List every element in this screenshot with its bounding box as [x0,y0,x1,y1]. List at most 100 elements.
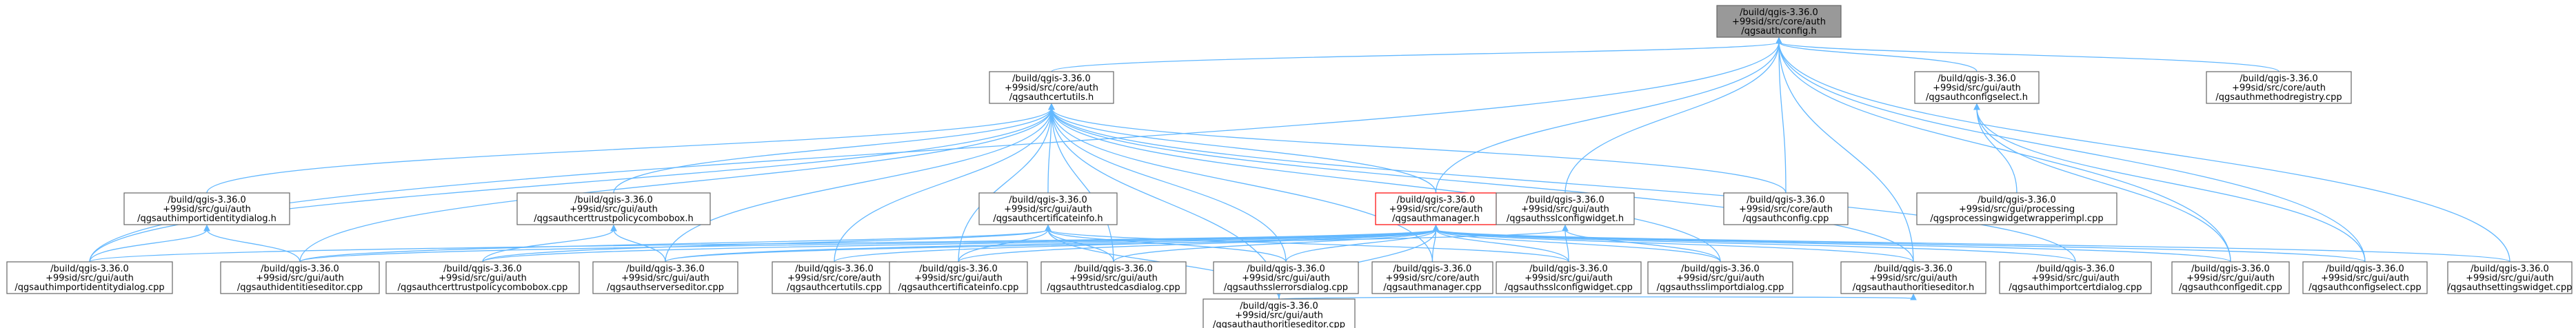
dependency-edge [1435,229,2510,263]
edge-layer [89,37,2510,300]
graph-node-certtrustpolicycombobox-h[interactable]: /build/qgis-3.36.0+99sid/src/gui/auth/qg… [516,192,711,225]
graph-node-importidentitydialog-cpp[interactable]: /build/qgis-3.36.0+99sid/src/gui/auth/qg… [6,261,173,294]
graph-node-methodregistry-cpp[interactable]: /build/qgis-3.36.0+99sid/src/core/auth/q… [2206,71,2352,104]
edge-arrowhead [1910,293,1917,300]
node-label-line: /qgsauthcerttrustpolicycombobox.h [534,214,693,224]
graph-node-root[interactable]: /build/qgis-3.36.0+99sid/src/core/auth/q… [1716,5,1842,38]
node-label-line: /qgsauthcertificateinfo.h [993,214,1103,224]
dependency-edge [665,229,1437,263]
node-box [1496,192,1635,225]
dependency-edge [1976,107,2366,263]
graph-node-trustedcasdialog-cpp[interactable]: /build/qgis-3.36.0+99sid/src/gui/auth/qg… [1040,261,1187,294]
node-box [978,192,1118,225]
node-label-line: /build/qgis-3.36.0 [168,195,246,205]
node-box [6,261,173,294]
node-label-line: /qgsauthconfigselect.h [1926,92,2028,103]
graph-node-sslerrorsdialog-cpp[interactable]: /build/qgis-3.36.0+99sid/src/gui/auth/qg… [1213,261,1359,294]
graph-node-certutils-h[interactable]: /build/qgis-3.36.0+99sid/src/core/auth/q… [989,71,1114,104]
dependency-edge [89,41,1780,263]
graph-node-authoritieseditor-h[interactable]: /build/qgis-3.36.0+99sid/src/gui/auth/qg… [1840,261,1986,294]
graph-node-settingswidget-cpp[interactable]: /build/qgis-3.36.0+99sid/src/gui/auth/qg… [2447,261,2573,294]
node-label-line: +99sid/src/gui/auth [1004,205,1092,215]
graph-node-certtrustpolicycombobox-cpp[interactable]: /build/qgis-3.36.0+99sid/src/gui/auth/qg… [385,261,580,294]
graph-node-certutils-cpp[interactable]: /build/qgis-3.36.0+99sid/src/core/auth/q… [772,261,897,294]
node-label-line: /qgsauthtrustedcasdialog.cpp [1047,283,1180,293]
dependency-edge [1564,229,1569,263]
node-label-line: /build/qgis-3.36.0 [1009,195,1087,205]
node-label-line: /build/qgis-3.36.0 [1747,195,1825,205]
node-label-line: /build/qgis-3.36.0 [574,195,653,205]
dependency-edge [834,107,1052,263]
dependency-edge [1564,229,1721,263]
dependency-edge [1778,41,1914,263]
node-label-line: /qgsauthauthoritieseditor.h [1853,283,1975,293]
dependency-edge [1051,107,1287,263]
dependency-edge [1435,229,1914,263]
dependency-edge [1435,229,2076,263]
dependency-edge [1435,41,1780,194]
dependency-edge [613,229,666,263]
node-label-line: /qgsauthimportcertdialog.cpp [2009,283,2142,293]
graph-node-certificateinfo-cpp[interactable]: /build/qgis-3.36.0+99sid/src/gui/auth/qg… [889,261,1028,294]
graph-node-configselect-cpp[interactable]: /build/qgis-3.36.0+99sid/src/gui/auth/qg… [2302,261,2428,294]
graph-node-configedit-cpp[interactable]: /build/qgis-3.36.0+99sid/src/gui/auth/qg… [2171,261,2290,294]
node-label-line: /build/qgis-3.36.0 [1526,195,1604,205]
node-label-line: /qgsauthserverseditor.cpp [607,283,724,293]
node-label-line: /qgsprocessingwidgetwrapperimpl.cpp [1930,214,2103,224]
graph-node-configselect-h[interactable]: /build/qgis-3.36.0+99sid/src/gui/auth/qg… [1914,71,2040,104]
node-label-line: +99sid/src/gui/auth [2466,274,2554,284]
graph-node-authmanager-h[interactable]: /build/qgis-3.36.0+99sid/src/core/auth/q… [1375,192,1497,225]
node-label-line: /qgsauthcertutils.h [1009,92,1094,103]
dependency-edge [299,229,1437,263]
graph-node-importcertdialog-cpp[interactable]: /build/qgis-3.36.0+99sid/src/gui/auth/qg… [1999,261,2152,294]
node-label-line: /build/qgis-3.36.0 [1012,74,1091,84]
node-box [1647,261,1793,294]
node-label-line: +99sid/src/core/auth [2232,83,2326,94]
graph-node-identitieseditor-cpp[interactable]: /build/qgis-3.36.0+99sid/src/gui/auth/qg… [220,261,380,294]
dependency-edge [1564,41,1780,194]
node-label-line: /build/qgis-3.36.0 [1247,264,1325,274]
graph-node-certificateinfo-h[interactable]: /build/qgis-3.36.0+99sid/src/gui/auth/qg… [978,192,1118,225]
graph-node-authconfig-cpp[interactable]: /build/qgis-3.36.0+99sid/src/core/auth/q… [1723,192,1849,225]
dependency-edge [665,229,1566,263]
graph-node-authmanager-cpp[interactable]: /build/qgis-3.36.0+99sid/src/core/auth/q… [1371,261,1493,294]
node-label-line: /qgsauthcerttrustpolicycombobox.cpp [398,283,568,293]
dependency-edge [1435,229,1721,263]
node-label-line: /qgsauthconfigedit.cpp [2179,283,2282,293]
node-label-line: +99sid/src/gui/processing [1959,205,2075,215]
dependency-edge [1047,229,1569,263]
graph-node-widgetwrapperimpl-cpp[interactable]: /build/qgis-3.36.0+99sid/src/gui/process… [1916,192,2117,225]
dependency-edge [1976,107,2231,263]
node-label-line: +99sid/src/gui/auth [1242,274,1330,284]
dependency-edge [1051,107,1914,263]
node-label-line: /build/qgis-3.36.0 [919,264,998,274]
node-label-line: /build/qgis-3.36.0 [1397,195,1476,205]
node-label-line: /build/qgis-3.36.0 [626,264,705,274]
node-label-line: /qgsauthsettingswidget.cpp [2448,283,2573,293]
dependency-edge [1285,229,1437,263]
dependency-edge [1051,107,1437,194]
dependency-edge [958,229,1049,263]
node-box [989,71,1114,104]
node-box [1914,71,2040,104]
dependency-edge [1051,107,1114,263]
node-label-line: /build/qgis-3.36.0 [50,264,129,274]
edge-arrowhead [610,224,617,232]
edge-arrowhead [1432,224,1440,232]
node-label-line: +99sid/src/core/auth [1732,17,1826,28]
node-label-line: +99sid/src/gui/auth [2321,274,2409,284]
graph-node-sslconfigwidget-h[interactable]: /build/qgis-3.36.0+99sid/src/gui/auth/qg… [1496,192,1635,225]
dependency-edge [1778,41,2366,263]
node-box [1723,192,1849,225]
node-label-line: /qgsauthidentitieseditor.cpp [237,283,363,293]
graph-node-sslconfigwidget-cpp[interactable]: /build/qgis-3.36.0+99sid/src/gui/auth/qg… [1496,261,1642,294]
node-label-line: /build/qgis-3.36.0 [1874,264,1953,274]
graph-node-importidentitydialog-h[interactable]: /build/qgis-3.36.0+99sid/src/gui/auth/qg… [123,192,290,225]
node-label-line: /build/qgis-3.36.0 [1978,195,2056,205]
node-label-line: +99sid/src/core/auth [787,274,881,284]
graph-node-serverseditor-cpp[interactable]: /build/qgis-3.36.0+99sid/src/gui/auth/qg… [592,261,738,294]
node-box [889,261,1028,294]
dependency-edge [958,229,1437,263]
graph-node-sslimportdialog-cpp[interactable]: /build/qgis-3.36.0+99sid/src/gui/auth/qg… [1647,261,1793,294]
graph-node-authoritieseditor-cpp[interactable]: /build/qgis-3.36.0+99sid/src/gui/auth/qg… [1203,298,1356,328]
